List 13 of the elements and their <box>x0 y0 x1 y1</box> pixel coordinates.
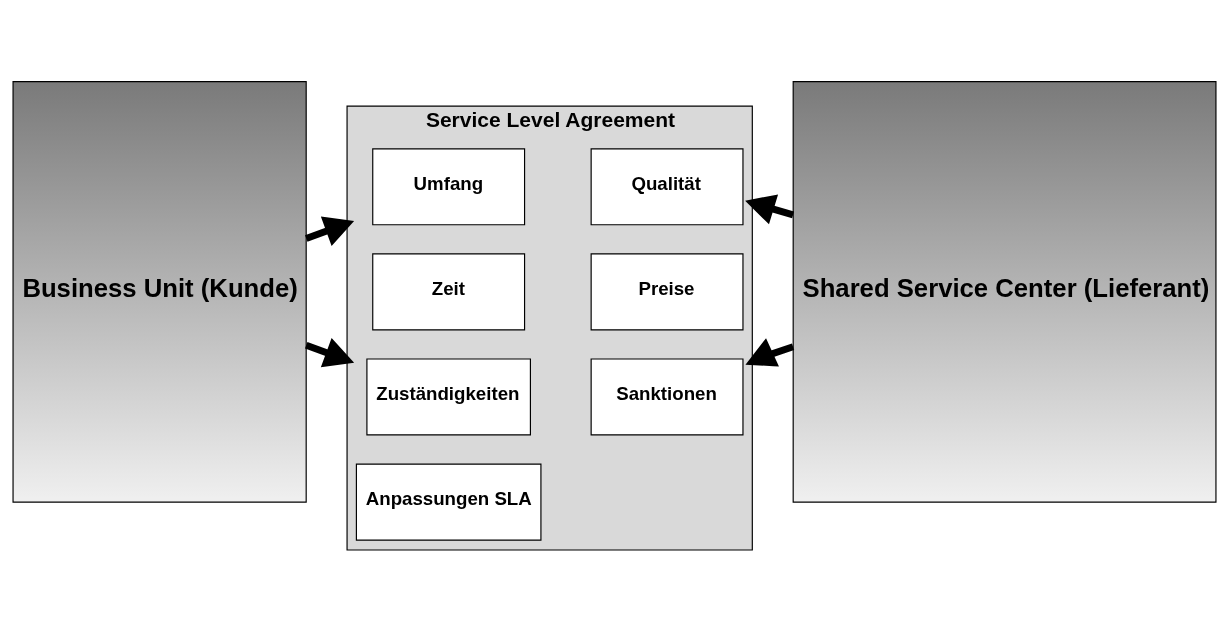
node-box: Sanktionen <box>590 357 744 436</box>
arrow <box>745 337 795 367</box>
node-box: Qualität <box>590 147 744 225</box>
node-box: Business Unit (Kunde) <box>12 80 307 503</box>
node-box: Zuständigkeiten <box>366 357 531 436</box>
arrow <box>745 193 795 224</box>
arrow <box>305 337 355 367</box>
node-box: Zeit <box>372 252 526 330</box>
node-box: Preise <box>590 252 744 330</box>
node-box: Anpassungen SLA <box>355 463 542 541</box>
node-box: Shared Service Center (Lieferant) <box>792 80 1217 503</box>
arrow <box>305 216 355 246</box>
node-box: Umfang <box>372 147 526 225</box>
